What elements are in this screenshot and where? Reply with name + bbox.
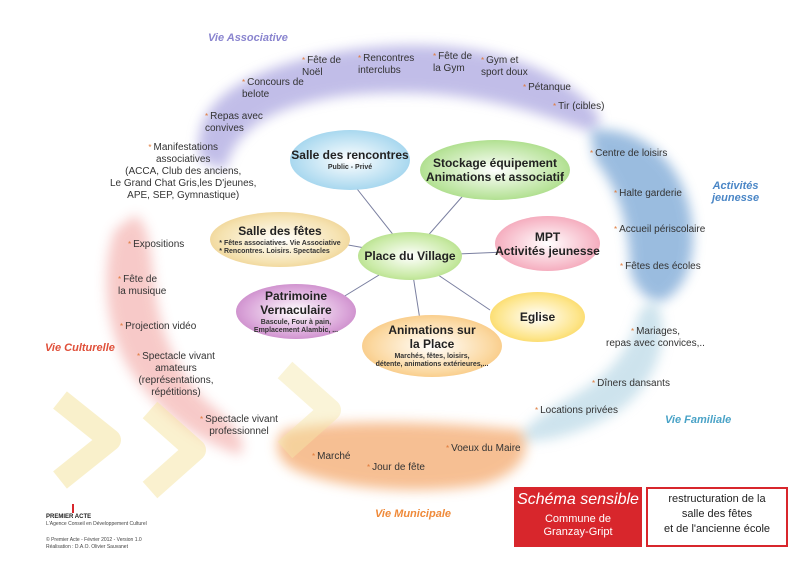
bullet-icon: * [312,452,316,461]
commune-name: Granzay-Gript [543,526,613,538]
logo-mark-icon [72,504,74,513]
bullet-icon: * [614,225,618,234]
band-associative [198,45,600,170]
subject-text: restructuration de la salle des fêtes et… [663,493,771,535]
item-fetes-ecoles: *Fêtes des écoles [620,261,701,272]
bullet-icon: * [367,463,371,472]
band-culturelle [106,215,243,455]
bullet-icon: * [358,54,362,63]
bullet-icon: * [120,322,124,331]
item-jour-fete: *Jour de fête [367,462,425,473]
item-halte-garderie: *Halte garderie [614,188,682,199]
bullet-icon: * [590,149,594,158]
bubble-stockage: Stockage équipement Animations et associ… [420,140,570,200]
bubble-mpt: MPT Activités jeunesse [495,216,600,271]
item-marche: *Marché [312,451,351,462]
bubble-title: Salle des fêtes [238,223,322,238]
item-fete-gym: *Fête de la Gym [433,51,473,74]
schema-title: Schéma sensible [517,491,639,508]
item-centre-loisirs: *Centre de loisirs [590,148,668,159]
item-accueil-periscolaire: *Accueil périscolaire [614,224,706,235]
category-activites-jeunesse: Activités jeunesse [712,180,760,204]
item-voeux-maire: *Voeux du Maire [446,443,521,454]
category-vie-municipale: Vie Municipale [375,508,452,520]
bullet-icon: * [200,415,204,424]
band-familiale [520,300,663,441]
bullet-icon: * [205,112,209,121]
bullet-icon: * [242,78,246,87]
subject-box: restructuration de la salle des fêtes et… [646,487,788,547]
bullet-icon: * [523,83,527,92]
bubble-salle-rencontres: Salle des rencontres Public - Privé [290,130,410,190]
category-vie-associative: Vie Associative [208,32,288,44]
bullet-icon: * [630,327,635,336]
category-vie-familiale: Vie Familiale [665,414,732,426]
bubble-title: Stockage équipement Animations et associ… [425,156,565,184]
item-mariages: *Mariages, repas avec convices,.. [606,326,705,349]
bubble-title: Patrimoine Vernaculaire [260,288,332,317]
footer-realisation: Réalisation : D.A.O. Olivier Sauvanet [46,544,128,550]
logo-tagline: L'Agence Conseil en Développement Cultur… [46,521,147,527]
bullet-icon: * [481,56,485,65]
bubble-subtitle: * Fêtes associatives. Vie Associative * … [219,239,341,255]
arrow-decor-right [277,361,341,459]
title-box: Schéma sensible Commune de Granzay-Gript [514,487,642,547]
item-fete-musique: *Fête de la musique [118,274,167,297]
item-projection-video: *Projection vidéo [120,321,197,332]
footer-copyright: © Premier Acte - Février 2012 - Version … [46,537,142,543]
item-tir: *Tir (cibles) [553,101,605,112]
bubble-place-village: Place du Village [358,232,462,280]
band-jeunesse [590,129,693,301]
arrow-decor-mid [142,401,206,499]
bullet-icon: * [302,56,306,65]
bubble-salle-fetes: Salle des fêtes * Fêtes associatives. Vi… [210,212,350,267]
center-title: Place du Village [364,249,456,263]
item-expositions: *Expositions [128,239,185,250]
item-diners-dansants: *Dîners dansants [592,378,670,389]
item-rencontres-interclubs: *Rencontres interclubs [358,53,415,76]
bubble-title: MPT Activités jeunesse [495,229,600,258]
item-repas-convives: *Repas avec convives [205,111,263,134]
bullet-icon: * [614,189,618,198]
arrow-decor-left [53,391,121,489]
bubble-subtitle: Marchés, fêtes, loisirs, détente, animat… [375,353,489,368]
bubble-title: Salle des rencontres [291,148,409,162]
category-vie-culturelle: Vie Culturelle [45,342,115,354]
premier-acte-logo [46,504,106,531]
band-municipale [277,422,526,490]
logo-name: PREMIER ACTE [46,514,92,520]
item-concours-belote: *Concours de belote [242,77,304,100]
item-spectacle-amateurs: *Spectacle vivant amateurs (représentati… [137,351,215,398]
bullet-icon: * [433,52,437,61]
item-manifestations: *Manifestations associatives (ACCA, Club… [110,142,257,201]
bubble-patrimoine: Patrimoine Vernaculaire Bascule, Four à … [236,284,356,339]
item-fete-noel: *Fête de Noël [302,55,342,78]
item-spectacle-pro: *Spectacle vivant professionnel [200,414,278,437]
bullet-icon: * [592,379,596,388]
bullet-icon: * [553,102,557,111]
bubble-animations-place: Animations sur la Place Marchés, fêtes, … [362,315,502,377]
commune-label: Commune de [544,513,612,525]
bubble-subtitle: Public - Privé [327,164,373,171]
bullet-icon: * [118,275,122,284]
bullet-icon: * [535,406,539,415]
bullet-icon: * [148,143,152,152]
item-gym-sport: *Gym et sport doux [481,55,528,78]
item-locations-privees: *Locations privées [535,405,618,416]
bubble-subtitle: Bascule, Four à pain, Emplacement Alambi… [253,318,339,334]
bubble-title: Animations sur la Place [388,323,476,351]
item-petanque: *Pétanque [523,82,571,93]
bubble-title: Eglise [519,310,556,324]
bullet-icon: * [446,444,450,453]
bubble-eglise: Eglise [490,292,585,342]
bullet-icon: * [128,240,132,249]
bullet-icon: * [620,262,624,271]
bullet-icon: * [137,352,141,361]
